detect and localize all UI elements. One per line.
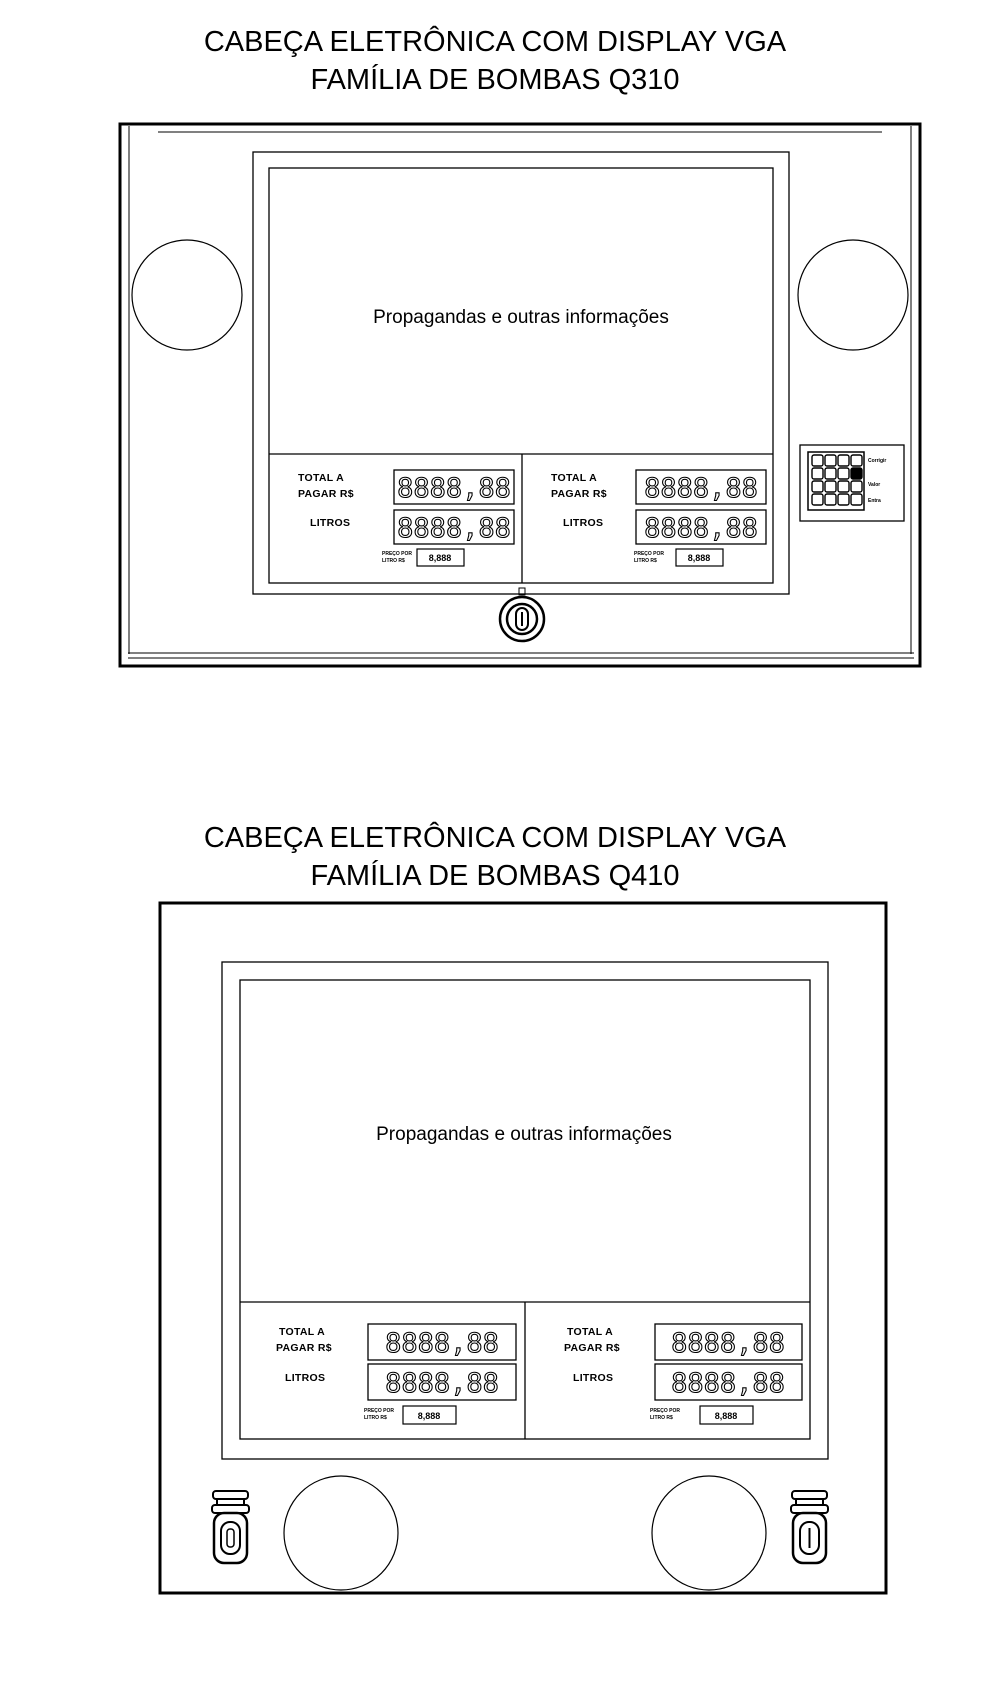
q310-right-speaker <box>797 239 909 351</box>
q310-title-line2: FAMÍLIA DE BOMBAS Q310 <box>310 64 680 96</box>
q310-right-price-value: 8,888 <box>688 553 711 563</box>
q410-right-litros-label: LITROS <box>573 1372 613 1384</box>
q310-keypad-label-corrigir: Corrigir <box>868 458 886 464</box>
q310-keypad-key[interactable] <box>811 493 824 506</box>
q310-left-readout: TOTAL A PAGAR R$ 8888,88 LITROS 8888,88 … <box>298 469 515 567</box>
q310-title-line1: CABEÇA ELETRÔNICA COM DISPLAY VGA <box>203 26 787 58</box>
q410-right-total-label-1: TOTAL A <box>567 1326 613 1338</box>
q410-left-litros-label: LITROS <box>285 1372 325 1384</box>
q410-left-price-label-1: PREÇO POR <box>364 1408 394 1414</box>
q410-left-total-label-2: PAGAR R$ <box>276 1342 332 1354</box>
q310-keypad-key[interactable] <box>824 480 837 493</box>
q410-right-price-label-1: PREÇO POR <box>650 1408 680 1414</box>
q410-head <box>158 901 888 1595</box>
q310-keypad <box>799 444 905 522</box>
q310-keypad-side-labels: Corrigir Valor Entra <box>868 458 886 504</box>
q310-left-speaker <box>131 239 243 351</box>
q410-right-price-value: 8,888 <box>715 1411 738 1421</box>
q310-right-price-label-2: LITRO R$ <box>634 558 657 564</box>
q410-left-readout: TOTAL A PAGAR R$ 8888,88 LITROS 8888,88 … <box>276 1323 517 1425</box>
q310-keypad-key[interactable] <box>811 467 824 480</box>
q310-right-price-label-1: PREÇO POR <box>634 551 664 557</box>
q410-right-key-lock-icon <box>790 1490 829 1565</box>
q410-screen-bezel <box>221 961 829 1460</box>
q410-left-key-lock-icon <box>211 1490 250 1565</box>
q310-screen-bezel <box>252 151 790 595</box>
q310-keypad-key[interactable] <box>850 480 863 493</box>
q310-keypad-key[interactable] <box>811 480 824 493</box>
q310-housing-outer <box>118 122 922 668</box>
q410-right-total-value: 8888,88 <box>671 1328 785 1359</box>
q310-key-lock-icon <box>498 587 546 643</box>
q410-right-speaker <box>651 1475 767 1591</box>
q310-keypad-label-valor: Valor <box>868 482 880 488</box>
q410-right-price-label-2: LITRO R$ <box>650 1415 673 1421</box>
q410-ad-text: Propagandas e outras informações <box>376 1124 672 1145</box>
q310-right-total-value: 8888,88 <box>644 473 758 504</box>
q310-keypad-key[interactable] <box>850 493 863 506</box>
q310-right-litros-value: 8888,88 <box>644 513 758 544</box>
q410-left-total-value: 8888,88 <box>385 1328 499 1359</box>
q310-keypad-key[interactable] <box>850 467 863 480</box>
q410-left-litros-value: 8888,88 <box>385 1368 499 1399</box>
q310-right-total-label-1: TOTAL A <box>551 472 597 484</box>
q310-left-price-label-1: PREÇO POR <box>382 551 412 557</box>
q410-left-price-label-2: LITRO R$ <box>364 1415 387 1421</box>
q310-keypad-key[interactable] <box>837 467 850 480</box>
q410-housing-outer <box>158 901 888 1595</box>
q310-keypad-key[interactable] <box>824 467 837 480</box>
q310-keypad-key[interactable] <box>850 454 863 467</box>
q310-right-total-label-2: PAGAR R$ <box>551 488 607 500</box>
q410-right-readout: TOTAL A PAGAR R$ 8888,88 LITROS 8888,88 … <box>564 1323 803 1425</box>
q310-head <box>118 122 922 668</box>
q410-title-line1: CABEÇA ELETRÔNICA COM DISPLAY VGA <box>203 822 787 854</box>
q310-keypad-keys <box>811 454 863 506</box>
q410-left-total-label-1: TOTAL A <box>279 1326 325 1338</box>
q410-right-total-label-2: PAGAR R$ <box>564 1342 620 1354</box>
q410-title-line2: FAMÍLIA DE BOMBAS Q410 <box>310 860 680 892</box>
q310-keypad-key[interactable] <box>837 454 850 467</box>
q310-screen <box>268 167 774 584</box>
q310-keypad-key[interactable] <box>824 493 837 506</box>
q310-left-litros-value: 8888,88 <box>397 513 511 544</box>
q310-right-litros-label: LITROS <box>563 517 603 529</box>
q310-ad-text: Propagandas e outras informações <box>373 307 669 328</box>
q310-left-litros-label: LITROS <box>310 517 350 529</box>
q310-keypad-key[interactable] <box>824 454 837 467</box>
q410-left-speaker <box>283 1475 399 1591</box>
q310-keypad-key[interactable] <box>811 454 824 467</box>
q310-left-total-value: 8888,88 <box>397 473 511 504</box>
q410-left-price-value: 8,888 <box>418 1411 441 1421</box>
q310-left-total-label-1: TOTAL A <box>298 472 344 484</box>
q310-keypad-key[interactable] <box>837 480 850 493</box>
q310-keypad-key[interactable] <box>837 493 850 506</box>
q310-left-price-label-2: LITRO R$ <box>382 558 405 564</box>
q310-right-readout: TOTAL A PAGAR R$ 8888,88 LITROS 8888,88 … <box>551 469 767 567</box>
q310-left-total-label-2: PAGAR R$ <box>298 488 354 500</box>
q310-left-price-value: 8,888 <box>429 553 452 563</box>
q310-keypad-label-entra: Entra <box>868 498 881 504</box>
q410-right-litros-value: 8888,88 <box>671 1368 785 1399</box>
